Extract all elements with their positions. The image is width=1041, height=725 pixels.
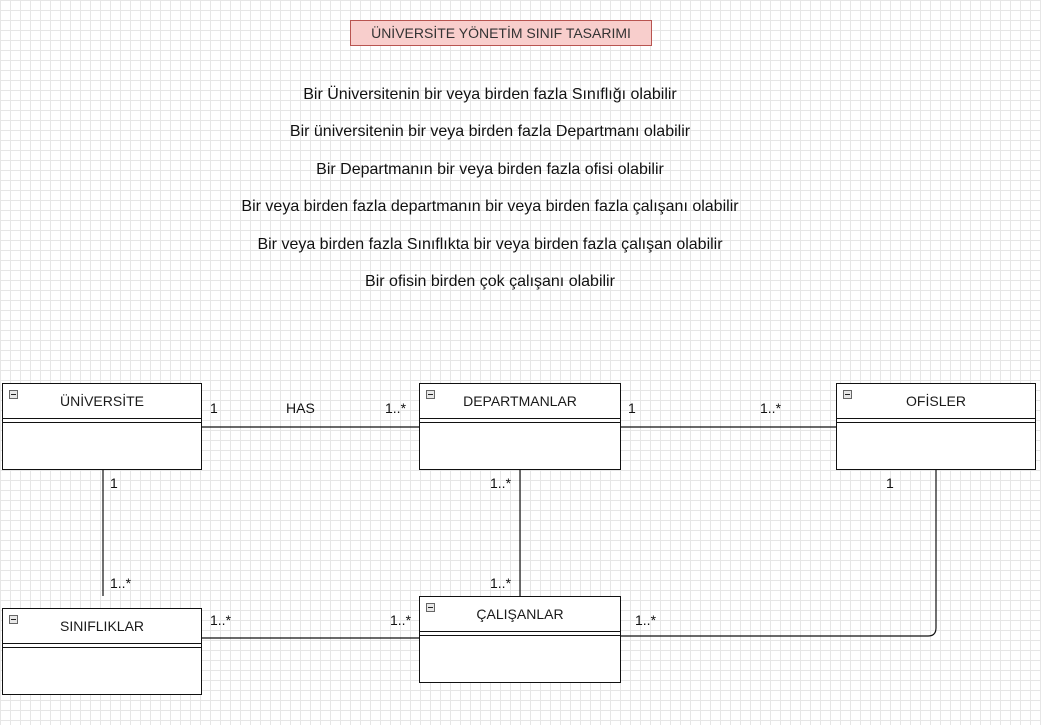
description-line-2: Bir üniversitenin bir veya birden fazla …	[289, 123, 691, 140]
class-calisanlar-name: ÇALIŞANLAR	[420, 597, 620, 632]
class-ofisler-name: OFİSLER	[837, 384, 1035, 419]
class-universite[interactable]: ÜNİVERSİTE	[2, 383, 202, 470]
diagram-title: ÜNİVERSİTE YÖNETİM SINIF TASARIMI	[350, 20, 652, 46]
collapse-icon[interactable]	[843, 390, 852, 399]
multiplicity-label: 1	[886, 475, 894, 491]
multiplicity-label: 1..*	[490, 475, 512, 491]
description-line-5: Bir veya birden fazla Sınıflıkta bir vey…	[257, 236, 723, 253]
class-departmanlar-name: DEPARTMANLAR	[420, 384, 620, 419]
collapse-icon[interactable]	[9, 615, 18, 624]
description-line-4: Bir veya birden fazla departmanın bir ve…	[241, 198, 739, 215]
collapse-icon[interactable]	[9, 390, 18, 399]
multiplicity-label: 1	[628, 400, 636, 416]
multiplicity-label: 1..*	[390, 612, 412, 628]
multiplicity-label: 1..*	[385, 400, 407, 416]
class-divider	[3, 647, 201, 648]
class-calisanlar[interactable]: ÇALIŞANLAR	[419, 596, 621, 683]
class-departmanlar[interactable]: DEPARTMANLAR	[419, 383, 621, 470]
multiplicity-label: 1	[110, 475, 118, 491]
class-divider	[3, 422, 201, 423]
multiplicity-label: 1..*	[635, 612, 657, 628]
class-universite-name: ÜNİVERSİTE	[3, 384, 201, 419]
class-divider	[420, 422, 620, 423]
multiplicity-label: 1..*	[210, 612, 232, 628]
multiplicity-label: 1..*	[110, 575, 132, 591]
multiplicity-label: 1..*	[760, 400, 782, 416]
class-siniflklar-name: SINIFLIKLAR	[3, 609, 201, 644]
class-siniflklar[interactable]: SINIFLIKLAR	[2, 608, 202, 695]
description-line-6: Bir ofisin birden çok çalışanı olabilir	[365, 273, 615, 290]
association-label: HAS	[286, 400, 315, 416]
multiplicity-label: 1..*	[490, 575, 512, 591]
collapse-icon[interactable]	[426, 603, 435, 612]
description-line-1: Bir Üniversitenin bir veya birden fazla …	[303, 86, 677, 103]
class-ofisler[interactable]: OFİSLER	[836, 383, 1036, 470]
description-line-3: Bir Departmanın bir veya birden fazla of…	[316, 161, 664, 178]
edge-ofisler-calisanlar[interactable]	[621, 470, 937, 637]
collapse-icon[interactable]	[426, 390, 435, 399]
multiplicity-label: 1	[210, 400, 218, 416]
class-divider	[420, 635, 620, 636]
class-divider	[837, 422, 1035, 423]
